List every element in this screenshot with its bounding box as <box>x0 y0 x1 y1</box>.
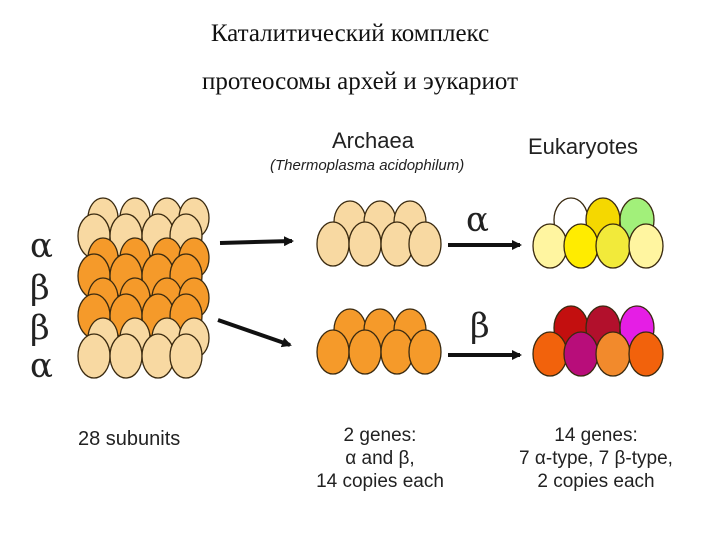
caption-eukaryotes-line-1: 14 genes: <box>554 425 638 446</box>
arrow-label-alpha: α <box>466 200 489 240</box>
arrow-stack-to-archaea-alpha <box>219 236 294 247</box>
caption-eukaryotes: 14 genes: 7 α-type, 7 β-type, 2 copies e… <box>496 424 696 493</box>
eukaryote-alpha-ring <box>532 197 664 269</box>
subunit-alpha-front-4-2 <box>109 333 143 379</box>
subunit-alpha-front-4-3 <box>141 333 175 379</box>
proteasome-28-subunit-stack <box>77 197 210 379</box>
eukaryote-alpha-subunit-front-3 <box>595 223 631 269</box>
ring-label-alpha-bottom: α <box>30 346 53 386</box>
subunit-alpha-front-4-4 <box>169 333 203 379</box>
eukaryote-alpha-subunit-front-1 <box>532 223 568 269</box>
eukaryote-alpha-subunit-front-4 <box>628 223 664 269</box>
archaea-species: (Thermoplasma acidophilum) <box>270 157 465 174</box>
arrow-label-beta: β <box>470 306 490 346</box>
caption-archaea: 2 genes: α and β, 14 copies each <box>300 424 460 493</box>
ring-label-alpha-top: α <box>30 226 53 266</box>
archaea-alpha-subunit-front-3 <box>380 221 414 267</box>
arrow-stack-to-archaea-beta <box>217 318 292 348</box>
caption-eukaryotes-line-3: 2 copies each <box>537 471 655 492</box>
caption-eukaryotes-line-2: 7 α-type, 7 β-type, <box>519 448 673 469</box>
archaea-beta-subunit-front-3 <box>380 329 414 375</box>
caption-archaea-line-1: 2 genes: <box>343 425 417 446</box>
subunit-alpha-front-4-1 <box>77 333 111 379</box>
eukaryote-beta-subunit-front-4 <box>628 331 664 377</box>
archaea-alpha-ring <box>316 200 442 267</box>
title-line-1: Каталитический комплекс <box>210 20 490 47</box>
eukaryote-beta-subunit-front-2 <box>563 331 599 377</box>
archaea-header: Archaea <box>332 128 414 153</box>
archaea-beta-subunit-front-1 <box>316 329 350 375</box>
archaea-beta-ring <box>316 308 442 375</box>
archaea-alpha-subunit-front-4 <box>408 221 442 267</box>
ring-label-beta-1: β <box>30 268 50 308</box>
archaea-alpha-subunit-front-1 <box>316 221 350 267</box>
archaea-alpha-subunit-front-2 <box>348 221 382 267</box>
eukaryote-beta-subunit-front-1 <box>532 331 568 377</box>
caption-archaea-line-2: α and β, <box>345 448 415 469</box>
caption-archaea-line-3: 14 copies each <box>316 471 444 492</box>
eukaryote-beta-ring <box>532 305 664 377</box>
archaea-beta-subunit-front-4 <box>408 329 442 375</box>
eukaryote-beta-subunit-front-3 <box>595 331 631 377</box>
title-line-2: протеосомы архей и эукариот <box>201 68 519 95</box>
eukaryotes-header: Eukaryotes <box>528 134 639 159</box>
caption-28-subunits: 28 subunits <box>78 428 181 450</box>
eukaryote-alpha-subunit-front-2 <box>563 223 599 269</box>
archaea-beta-subunit-front-2 <box>348 329 382 375</box>
ring-label-beta-2: β <box>30 308 50 348</box>
